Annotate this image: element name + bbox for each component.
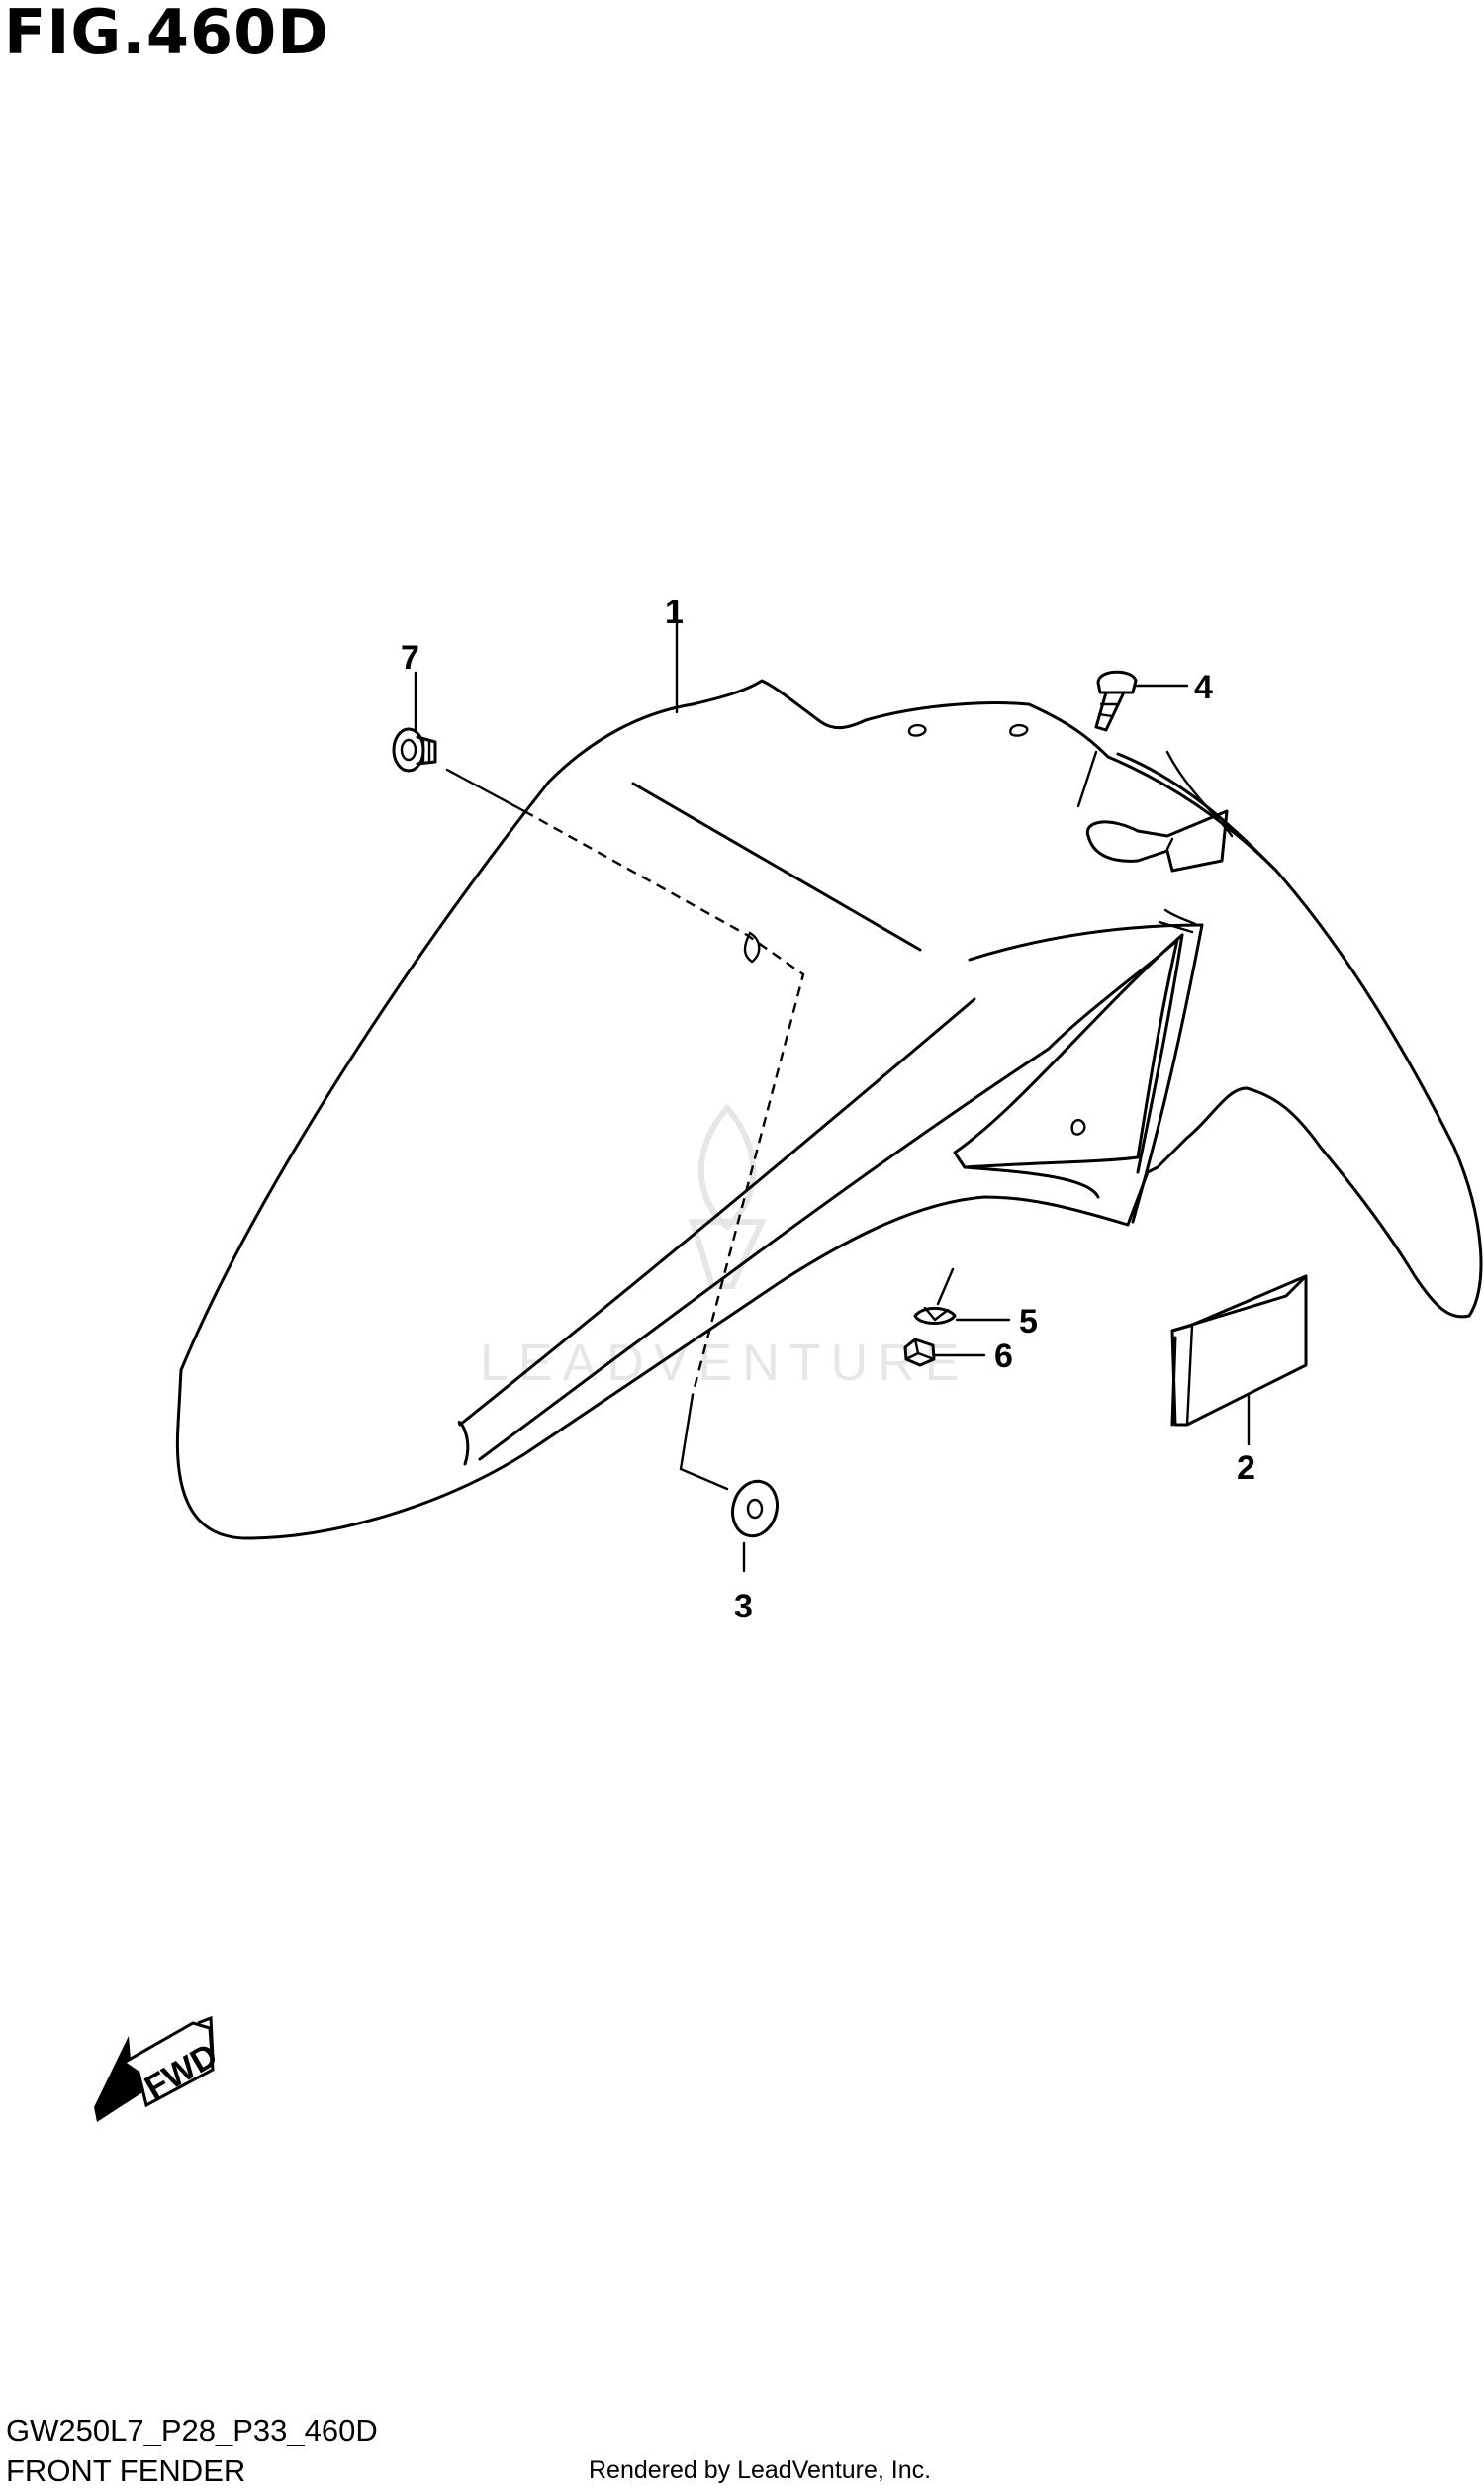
rendered-by-credit: Rendered by LeadVenture, Inc. <box>589 2456 932 2484</box>
screw-part-4[interactable] <box>1094 670 1138 732</box>
label-pad-part-2[interactable] <box>1170 1274 1308 1427</box>
figure-title: FIG.460D <box>4 0 329 68</box>
clip-nut-part-5[interactable] <box>913 1306 957 1325</box>
callout-6[interactable]: 6 <box>994 1338 1013 1375</box>
callout-4[interactable]: 4 <box>1194 669 1213 706</box>
leader-line-3a <box>679 1393 729 1491</box>
callout-5[interactable]: 5 <box>1019 1303 1038 1340</box>
diagram-code: GW250L7_P28_P33_460D <box>6 2413 378 2447</box>
diagram-subtitle: FRONT FENDER <box>6 2453 246 2488</box>
fwd-arrow-icon <box>94 2015 215 2122</box>
nut-part-6[interactable] <box>903 1338 936 1367</box>
leader-line-5a <box>936 1267 955 1306</box>
leader-line-7b <box>445 768 526 813</box>
front-fender-part[interactable] <box>175 679 1483 1540</box>
watermark-logo-icon <box>688 1103 767 1289</box>
leader-line-4b <box>1076 750 1098 808</box>
bolt-part-7[interactable] <box>392 727 437 773</box>
callout-3[interactable]: 3 <box>734 1588 753 1625</box>
callout-1[interactable]: 1 <box>665 594 684 631</box>
watermark-text: LEADVENTURE <box>480 1335 969 1392</box>
callout-2[interactable]: 2 <box>1237 1449 1255 1487</box>
washer-part-3[interactable] <box>727 1476 784 1540</box>
dashed-assembly-line <box>523 809 805 1396</box>
callout-7[interactable]: 7 <box>401 639 419 677</box>
